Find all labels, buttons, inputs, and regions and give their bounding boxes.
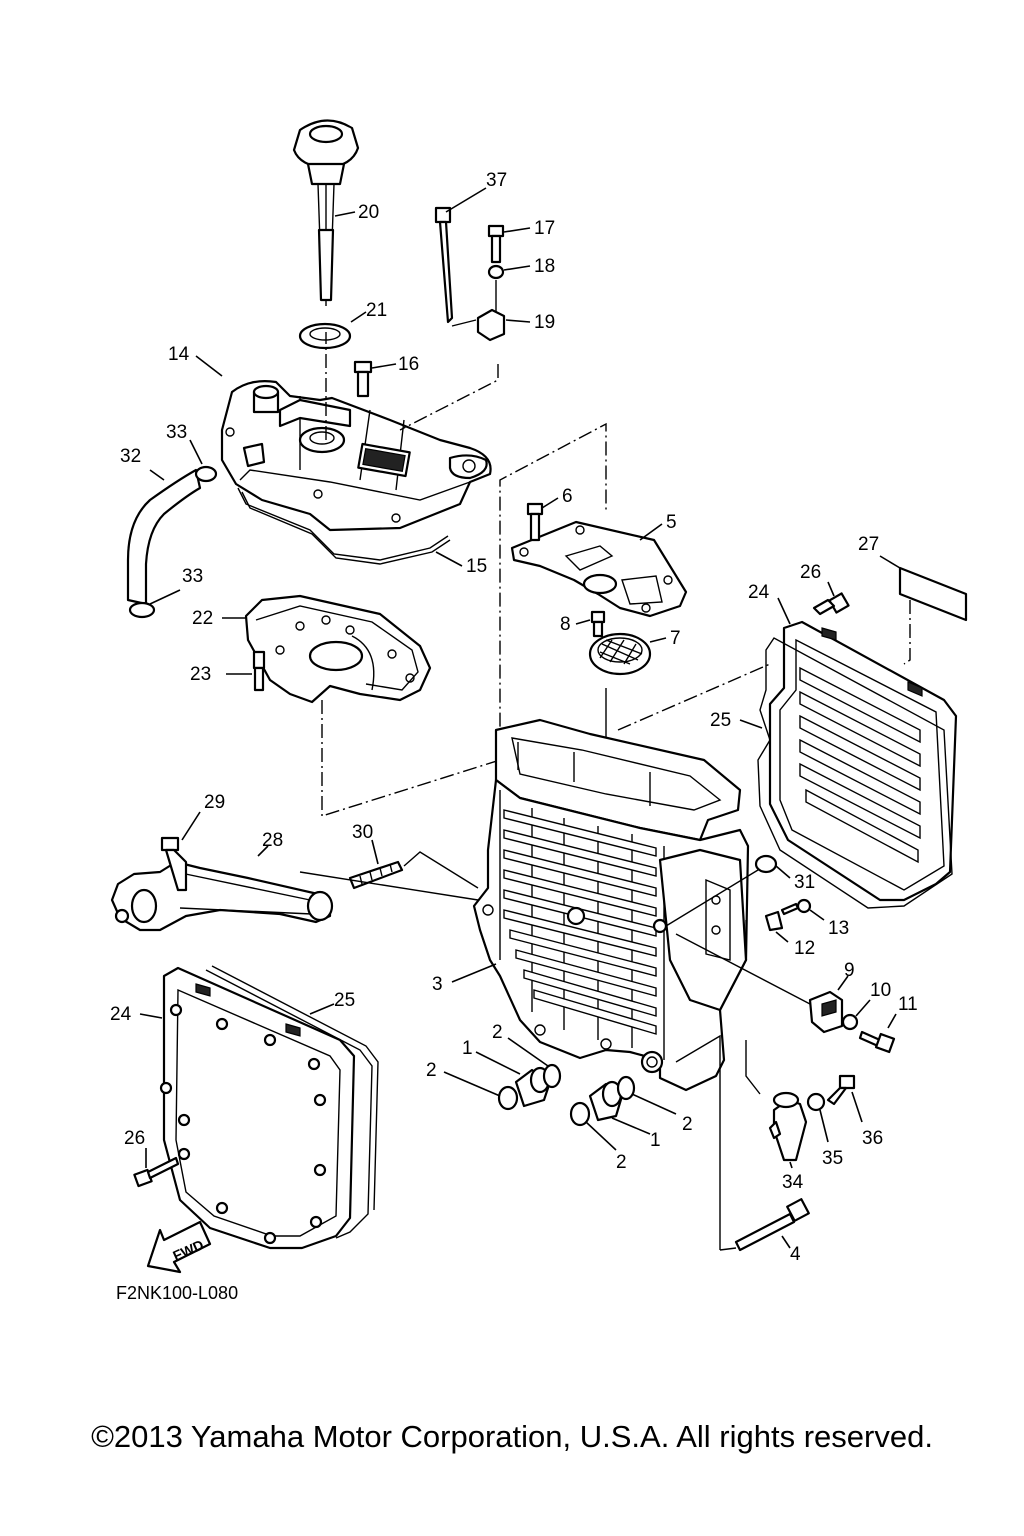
- callout-23: 23: [190, 664, 211, 685]
- callout-26-lower: 26: [124, 1128, 145, 1149]
- gasket-25-left: [205, 965, 379, 1239]
- decal-27: [879, 555, 968, 665]
- callout-13: 13: [828, 918, 849, 939]
- screw-8: [575, 610, 606, 638]
- gasket-15: [237, 487, 463, 567]
- bolt-4: [719, 1198, 810, 1252]
- bolt-26-upper: [812, 581, 850, 616]
- bushing-1-a: [475, 1051, 552, 1108]
- callout-28: 28: [262, 830, 283, 851]
- callout-19: 19: [534, 312, 555, 333]
- callout-15: 15: [466, 556, 487, 577]
- cover-fins-right: [799, 666, 921, 864]
- bolt-11: [858, 1013, 897, 1054]
- callout-36: 36: [862, 1128, 883, 1149]
- callout-24-upper: 24: [748, 582, 770, 603]
- callout-20: 20: [358, 202, 379, 223]
- callout-34: 34: [782, 1172, 804, 1193]
- oil-separator-cover-14: [195, 355, 492, 532]
- strainer-7: [588, 632, 667, 676]
- bolt-23: [226, 650, 266, 692]
- callout-16: 16: [398, 354, 419, 375]
- callout-25-upper: 25: [710, 710, 731, 731]
- callout-29: 29: [204, 792, 225, 813]
- bolt-29: [160, 811, 201, 892]
- cover-plate-5: [510, 520, 688, 618]
- washer-35: [806, 1092, 829, 1143]
- callout-2-c: 2: [682, 1114, 693, 1135]
- callout-32: 32: [120, 446, 141, 467]
- stud-30: [348, 839, 479, 890]
- callout-11: 11: [898, 994, 918, 1015]
- separator-plate-22: [222, 594, 432, 704]
- callout-27: 27: [858, 534, 879, 555]
- seal-21: [298, 311, 367, 350]
- callout-2-b: 2: [426, 1060, 437, 1081]
- callout-26-upper: 26: [800, 562, 821, 583]
- callout-33-lower: 33: [182, 566, 203, 587]
- callout-5: 5: [666, 512, 677, 533]
- bolt-collar-grommet-17-19: [451, 224, 531, 342]
- o-ring-2-d: [616, 1075, 677, 1115]
- bolt-36: [826, 1074, 863, 1123]
- callout-7: 7: [670, 628, 681, 649]
- callout-17: 17: [534, 218, 555, 239]
- cylinder-block-3: [451, 718, 750, 1092]
- callout-31: 31: [794, 872, 815, 893]
- sensor-34: [768, 1091, 808, 1169]
- callout-2-a: 2: [492, 1022, 503, 1043]
- bolt-26-lower: [133, 1148, 180, 1188]
- diagram-code: F2NK100-L080: [116, 1283, 239, 1303]
- bushing-1-b: [588, 1080, 651, 1135]
- callout-3: 3: [432, 974, 443, 995]
- hose-clamp-33-lower: [128, 589, 181, 619]
- breather-hose-32: [126, 468, 202, 606]
- oil-filler-cap-dipstick: [292, 119, 360, 306]
- callout-1-a: 1: [462, 1038, 473, 1059]
- screw-6: [526, 497, 559, 542]
- callout-18: 18: [534, 256, 555, 277]
- callout-12: 12: [794, 938, 815, 959]
- cover-24-left: [139, 966, 356, 1250]
- cover-24-right: [768, 597, 958, 902]
- callout-30: 30: [352, 822, 373, 843]
- clip-12: [764, 910, 789, 943]
- callout-2-d: 2: [616, 1152, 627, 1173]
- callout-25-lower: 25: [334, 990, 355, 1011]
- o-ring-2-c: [569, 1101, 617, 1151]
- washer-10: [841, 999, 871, 1031]
- callout-1-b: 1: [650, 1130, 661, 1151]
- switch-9: [675, 933, 849, 1034]
- callout-6: 6: [562, 486, 573, 507]
- bracket-28: [110, 845, 334, 932]
- gasket-25-right: [739, 637, 953, 909]
- copyright-notice: ©2013 Yamaha Motor Corporation, U.S.A. A…: [91, 1419, 933, 1454]
- callout-35: 35: [822, 1148, 843, 1169]
- callout-10: 10: [870, 980, 891, 1001]
- callout-24-lower: 24: [110, 1004, 132, 1025]
- callout-21: 21: [366, 300, 387, 321]
- bolt-16: [353, 360, 397, 398]
- callout-14: 14: [168, 344, 190, 365]
- block-fins: [503, 809, 657, 1035]
- callout-9: 9: [844, 960, 855, 981]
- cable-tie-37: [434, 187, 487, 324]
- o-ring-2-a: [443, 1071, 519, 1111]
- callout-labels: 37 20 17 18 19 21 14 16 33 32 15 6 5 33 …: [110, 170, 918, 1265]
- callout-37: 37: [486, 170, 507, 191]
- callout-8: 8: [560, 614, 571, 635]
- callout-22: 22: [192, 608, 213, 629]
- fwd-arrow-icon: FWD: [146, 1220, 212, 1274]
- screw-13: [780, 898, 825, 921]
- o-ring-2-b: [507, 1037, 562, 1089]
- callout-4: 4: [790, 1244, 801, 1265]
- collar-31: [665, 854, 791, 927]
- hose-clamp-33-upper: [189, 439, 218, 483]
- callout-33-upper: 33: [166, 422, 187, 443]
